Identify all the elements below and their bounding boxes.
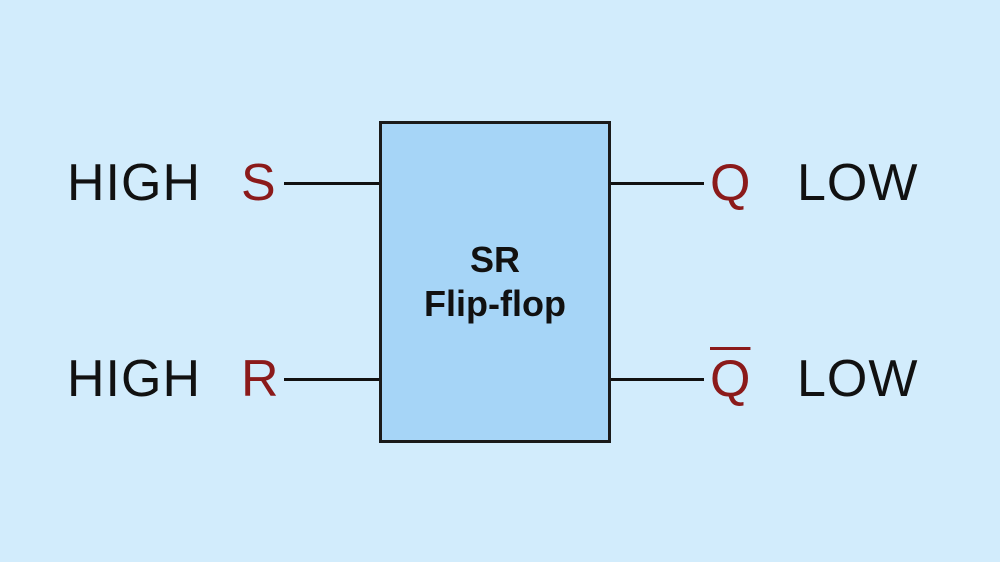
- pin-label-s: S: [241, 154, 276, 212]
- input-wire-r: [284, 378, 382, 381]
- pin-label-r: R: [241, 350, 279, 408]
- output-state-q: LOW: [797, 154, 919, 212]
- block-title-line1: SR: [469, 239, 520, 280]
- pin-label-q: Q: [710, 154, 751, 212]
- input-wire-s: [284, 182, 382, 185]
- input-state-r: HIGH: [67, 350, 201, 408]
- output-state-q-bar: LOW: [797, 350, 919, 408]
- output-wire-q: [605, 182, 704, 185]
- input-state-s: HIGH: [67, 154, 201, 212]
- block-title-line2: Flip-flop: [424, 283, 566, 324]
- pin-label-q-bar: Q: [710, 350, 751, 408]
- output-wire-qbar: [605, 378, 704, 381]
- flip-flop-block: SR Flip-flop: [379, 121, 611, 443]
